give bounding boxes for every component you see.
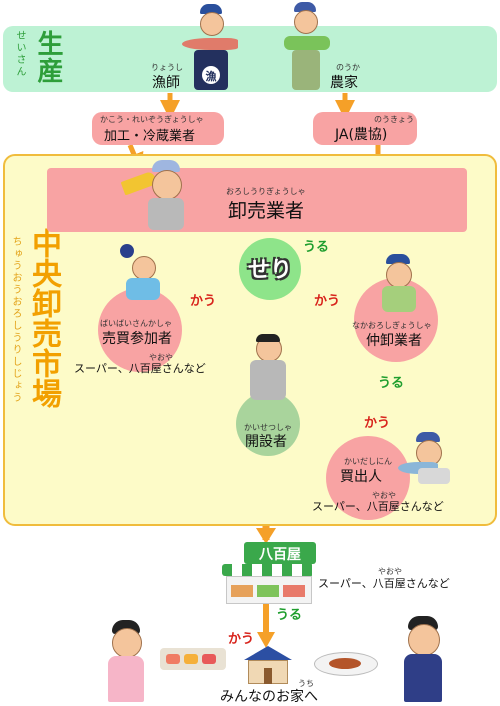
- cap-icon: [416, 432, 440, 442]
- market-title-ruby: ちゅうおうおろしうりしじょう: [10, 236, 21, 404]
- face-icon: [132, 256, 156, 280]
- bowling-ball-icon: [120, 244, 134, 258]
- arrowhead-market-retail: [256, 528, 276, 544]
- founder-label: 開設者: [245, 434, 287, 450]
- buyer-ruby: かいだしにん: [344, 457, 392, 466]
- buyer-label: 買出人: [340, 469, 382, 485]
- participant-circle: [98, 288, 182, 372]
- girl-illustration: [98, 620, 154, 704]
- founder-ruby: かいせつしゃ: [244, 423, 292, 432]
- cap-icon: [386, 254, 410, 264]
- market-title: 中央卸売市場: [26, 228, 61, 408]
- retail-note: スーパー、八百屋さんなど: [318, 577, 450, 590]
- steak-plate-icon: [314, 652, 378, 676]
- cap-icon: [294, 2, 316, 12]
- boy-illustration: [392, 616, 454, 704]
- middle-ruby: なかおろしぎょうしゃ: [352, 321, 432, 330]
- fisherman-label: 漁師: [152, 75, 180, 91]
- shirt: [418, 468, 450, 484]
- face-icon: [152, 170, 182, 200]
- producer-band: [3, 26, 497, 92]
- retail-sign: [244, 542, 316, 564]
- producer-title: 生産: [33, 30, 63, 84]
- processing-ruby: かこう・れいぞうぎょうしゃ: [100, 115, 204, 124]
- house-door: [264, 668, 272, 684]
- produce-crate: [283, 585, 305, 597]
- ja-box: [313, 112, 417, 145]
- participant-ruby: ばいばいさんかしゃ: [100, 319, 172, 328]
- store-awning: [222, 564, 314, 576]
- face-icon: [294, 10, 318, 34]
- founder-circle: [236, 392, 300, 456]
- processing-label: 加工・冷蔵業者: [104, 129, 196, 144]
- store-front-icon: [226, 576, 312, 604]
- retail-note-ruby: やおや: [378, 567, 402, 576]
- wholesaler-label: 卸売業者: [228, 200, 305, 222]
- middle-label: 仲卸業者: [366, 333, 422, 349]
- processing-box: [92, 112, 224, 145]
- face-icon: [112, 628, 142, 658]
- face-icon: [408, 624, 440, 656]
- buyer-note-ruby: やおや: [372, 491, 396, 500]
- buy-label-home: かう: [228, 632, 255, 647]
- buyer-illustration: [398, 428, 458, 484]
- cap-icon: [200, 4, 222, 14]
- steak: [329, 658, 361, 669]
- ja-label: JA(農協): [335, 127, 388, 143]
- shirt: [126, 278, 160, 300]
- participant-illustration: [116, 244, 166, 300]
- farmer-ruby: のうか: [336, 63, 360, 72]
- middle-illustration: [374, 254, 424, 312]
- participant-label: 売買参加者: [102, 331, 172, 347]
- produce-crate: [231, 585, 253, 597]
- apron-mark-text: 漁: [205, 70, 217, 83]
- retail-sign-label: 八百屋: [259, 547, 301, 563]
- jacket: [404, 654, 442, 702]
- arrowhead-retail-home: [257, 632, 275, 648]
- sell-label-retail: うる: [276, 608, 303, 623]
- founder-illustration: [246, 332, 290, 404]
- farmer-illustration: [282, 2, 332, 90]
- shirt: [382, 286, 416, 312]
- produce-crate: [257, 585, 279, 597]
- house-icon: [244, 646, 292, 684]
- buy-label-buyer: かう: [364, 416, 391, 431]
- wholesaler-illustration: [120, 154, 202, 234]
- buyer-note: スーパー、八百屋さんなど: [312, 500, 444, 513]
- buy-label-right: かう: [314, 294, 341, 309]
- face-icon: [386, 262, 412, 288]
- producer-title-ruby: せいさん: [14, 30, 25, 78]
- house-roof: [244, 646, 292, 660]
- fisherman-ruby: りょうし: [151, 63, 183, 72]
- wholesaler-ruby: おろしうりぎょうしゃ: [226, 187, 306, 196]
- sushi-piece: [184, 654, 198, 664]
- farmer-label: 農家: [330, 75, 358, 91]
- sushi-piece: [166, 654, 180, 664]
- suit: [250, 360, 286, 400]
- sell-label-middle: うる: [378, 376, 405, 391]
- sushi-piece: [202, 654, 216, 664]
- dress: [108, 656, 144, 702]
- auction-circle: [239, 238, 301, 300]
- participant-note: スーパー、八百屋さんなど: [74, 362, 206, 375]
- overalls: [292, 50, 320, 90]
- sell-label-top: うる: [303, 240, 330, 255]
- cap-icon: [152, 160, 180, 172]
- home-ruby: うち: [298, 679, 314, 688]
- fisherman-illustration: 漁: [180, 4, 240, 90]
- auction-label: せり: [247, 258, 292, 283]
- apron-mark-icon: [202, 66, 220, 84]
- face-icon: [200, 12, 224, 36]
- home-label: みんなのお家へ: [220, 689, 318, 705]
- buyer-circle: [326, 436, 410, 520]
- buy-label-left: かう: [190, 294, 217, 309]
- wholesaler-box: [47, 168, 467, 232]
- vegetables-icon: [284, 36, 330, 50]
- participant-note-ruby: やおや: [149, 353, 173, 362]
- ja-ruby: のうきょう: [374, 115, 414, 124]
- jacket: [148, 198, 184, 230]
- sushi-plate-icon: [160, 648, 226, 670]
- fish-icon: [182, 38, 238, 50]
- hair: [256, 334, 280, 342]
